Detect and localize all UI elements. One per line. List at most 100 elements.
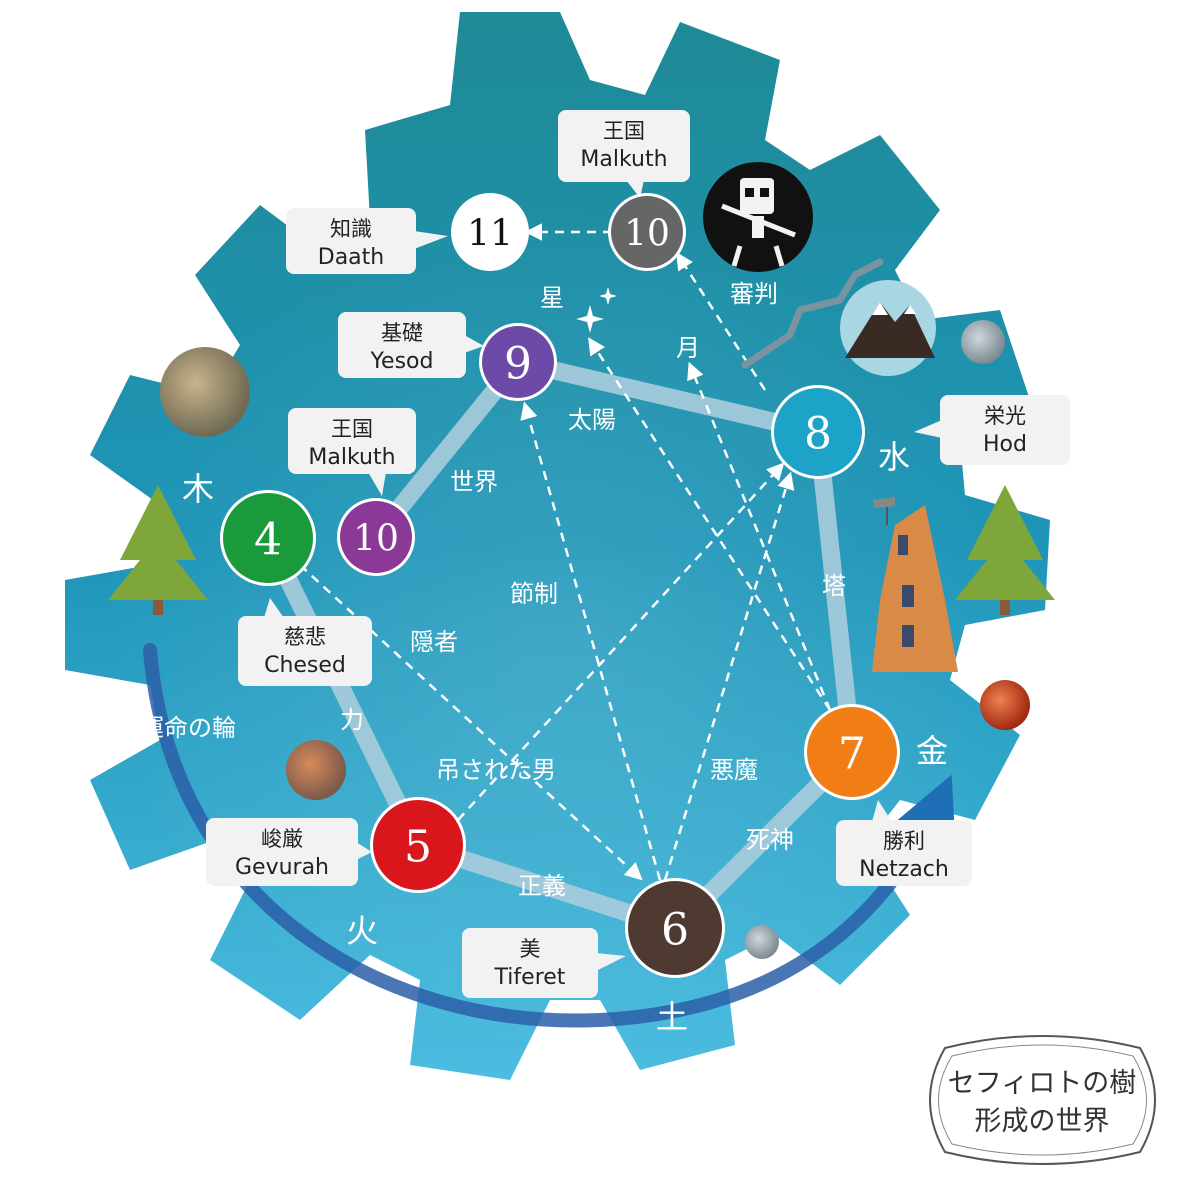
path-tower [809, 423, 861, 761]
path-temperance [520, 401, 662, 881]
path-hanged-man [457, 462, 785, 821]
bubble-jp-label: 勝利 [883, 829, 925, 853]
node-number: 10 [624, 214, 670, 255]
title-line2: 形成の世界 [975, 1106, 1110, 1137]
bubble-box [558, 110, 690, 182]
node-number: 9 [504, 339, 532, 390]
bubble-en-label: Malkuth [308, 445, 395, 470]
bubble-box [940, 395, 1070, 465]
bubble-jp-label: 基礎 [381, 321, 423, 345]
path-hermit [299, 564, 643, 881]
node-number: 5 [404, 822, 432, 873]
bubble-tail [872, 800, 892, 822]
bubble-daath: 知識 Daath [286, 208, 448, 274]
node-disc [454, 196, 526, 268]
bubble-en-label: Netzach [859, 857, 949, 882]
bubble-yesod: 基礎 Yesod [338, 312, 484, 378]
sephira-node-n10: 10 [337, 498, 415, 576]
path-label-sun: 太陽 [568, 406, 616, 434]
bubble-box [338, 312, 466, 378]
element-fire: 火 [346, 912, 378, 950]
path-judgement [676, 252, 767, 391]
bubble-tail [264, 598, 284, 618]
path-devil [663, 471, 795, 881]
bubble-en-label: Malkuth [580, 147, 667, 172]
path-label-hanged-man: 吊された男 [436, 756, 556, 784]
bubble-tail [464, 335, 484, 353]
path-label-death: 死神 [746, 826, 794, 854]
node-disc [223, 493, 313, 583]
bubble-jp-label: 峻厳 [261, 827, 303, 851]
node-number: 4 [254, 515, 282, 566]
sephira-node-n4: 4 [220, 490, 316, 586]
tree-icon [108, 485, 208, 615]
star-icon [576, 287, 617, 333]
bubble-tail [914, 420, 942, 438]
dashed-paths [299, 223, 832, 881]
bubble-en-label: Daath [318, 245, 384, 270]
bubble-en-label: Hod [983, 432, 1027, 457]
planet-icon [961, 320, 1005, 364]
path-label-star: 星 [540, 284, 564, 312]
bubble-tail [356, 842, 372, 860]
path-strength [259, 529, 427, 854]
path-label-hermit: 隠者 [410, 628, 458, 656]
bubble-en-label: Chesed [264, 653, 346, 678]
sephira-node-n7: 7 [804, 704, 900, 800]
path-label-tower: 塔 [822, 572, 846, 600]
bubble-box [462, 928, 598, 998]
path-label-temperance: 節制 [510, 580, 558, 608]
sephira-node-n5: 5 [370, 797, 466, 893]
node-disc [611, 196, 683, 268]
node-disc [807, 707, 897, 797]
bubble-box [836, 820, 972, 886]
node-disc [774, 388, 862, 476]
bubble-box [238, 616, 372, 686]
planet-icon [745, 925, 779, 959]
skeleton-icon [703, 162, 813, 272]
sephira-nodes: 4 5 6 7 8 9 10 10 11 [220, 193, 900, 978]
path-label-strength: 力 [340, 706, 364, 734]
bubbles: 王国Malkuth知識Daath基礎Yesod王国Malkuth栄光Hod慈悲C… [206, 110, 1070, 998]
planet-icon [160, 347, 250, 437]
bubble-jp-label: 知識 [330, 217, 372, 241]
bubble-box [288, 408, 416, 474]
node-disc [373, 800, 463, 890]
node-disc [628, 881, 722, 975]
path-label-wheel: 運命の輪 [140, 714, 236, 742]
node-number: 10 [353, 519, 399, 560]
bubble-chesed: 慈悲 Chesed [238, 598, 372, 686]
node-disc [340, 501, 412, 573]
bubble-en-label: Gevurah [235, 855, 329, 880]
bubble-jp-label: 慈悲 [284, 625, 326, 649]
node-number: 11 [467, 214, 513, 255]
bubble-tail [414, 231, 448, 249]
bubble-tail [626, 180, 644, 198]
bubble-netzach: 勝利 Netzach [836, 800, 972, 886]
bubble-jp-label: 栄光 [984, 404, 1026, 428]
element-metal: 金 [916, 732, 948, 770]
sephira-node-n10t: 10 [608, 193, 686, 271]
node-disc [482, 326, 554, 398]
sephira-node-n6: 6 [625, 878, 725, 978]
bubble-en-label: Yesod [370, 349, 434, 374]
bubble-box [206, 818, 358, 886]
element-water: 水 [878, 438, 910, 476]
bubble-en-label: Tiferet [494, 965, 566, 990]
bubble-jp-label: 王国 [603, 119, 645, 143]
path-sun [509, 353, 827, 441]
bubble-hod: 栄光 Hod [914, 395, 1070, 465]
path-moon [687, 361, 832, 711]
node-number: 8 [804, 409, 832, 460]
mountain-icon [840, 280, 936, 376]
river-line [741, 258, 884, 369]
path-label-judgement: 審判 [730, 280, 778, 308]
path-label-justice: 正義 [518, 872, 566, 900]
node-number: 7 [838, 729, 866, 780]
bubble-tail [368, 472, 386, 496]
planet-icon [286, 740, 346, 800]
sephira-node-n11: 11 [451, 193, 529, 271]
